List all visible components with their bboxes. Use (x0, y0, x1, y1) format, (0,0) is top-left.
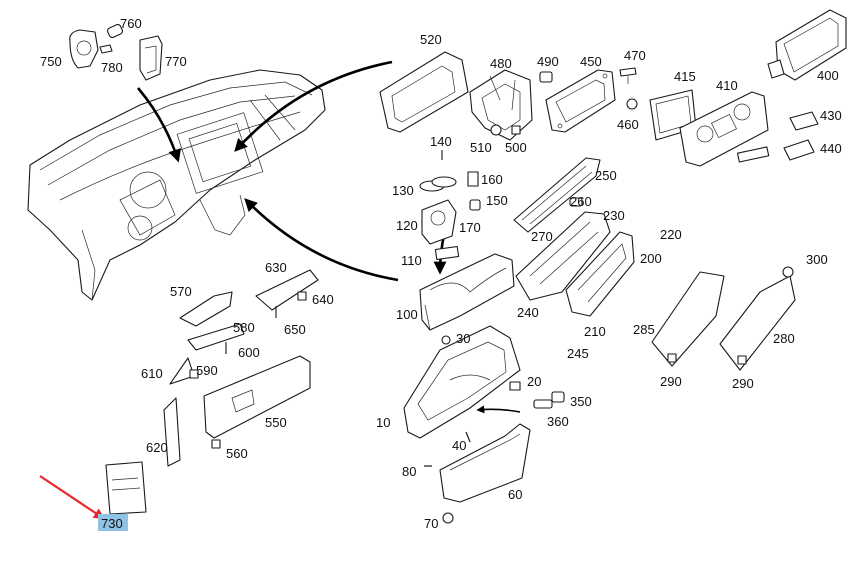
callout-250: 250 (595, 168, 617, 183)
callout-780: 780 (101, 60, 123, 75)
part-450-frame (545, 69, 616, 133)
callout-30: 30 (456, 331, 470, 346)
callout-245: 245 (567, 346, 589, 361)
callout-260: 260 (570, 194, 592, 209)
callout-100: 100 (396, 307, 418, 322)
callout-630: 630 (265, 260, 287, 275)
part-60-cover (424, 423, 531, 524)
callout-580: 580 (233, 320, 255, 335)
part-250-panel (513, 157, 601, 233)
callout-650: 650 (284, 322, 306, 337)
callout-730: 730 (101, 516, 123, 531)
callout-450: 450 (580, 54, 602, 69)
callout-750: 750 (40, 54, 62, 69)
part-520-frame (379, 51, 469, 133)
callout-170: 170 (459, 220, 481, 235)
callout-10: 10 (376, 415, 390, 430)
callout-560: 560 (226, 446, 248, 461)
callout-360: 360 (547, 414, 569, 429)
callout-160: 160 (481, 172, 503, 187)
callout-labels: 760 750 780 770 520 480 490 450 470 415 … (40, 16, 842, 531)
callout-40: 40 (452, 438, 466, 453)
callout-430: 430 (820, 108, 842, 123)
callout-770: 770 (165, 54, 187, 69)
part-480-bracket (469, 69, 533, 141)
part-550-liner (203, 355, 311, 449)
part-570-630-group (179, 269, 319, 354)
part-230-240-panel (515, 197, 611, 301)
part-610-620-group (163, 357, 199, 467)
part-730-flap (105, 461, 147, 515)
highlight-pointer-arrow (39, 475, 105, 520)
callout-470: 470 (624, 48, 646, 63)
callout-590: 590 (196, 363, 218, 378)
callout-290-right: 290 (732, 376, 754, 391)
callout-70: 70 (424, 516, 438, 531)
callout-150: 150 (486, 193, 508, 208)
callout-130: 130 (392, 183, 414, 198)
part-10-frame (403, 325, 521, 439)
callout-20: 20 (527, 374, 541, 389)
callout-240: 240 (517, 305, 539, 320)
callout-210: 210 (584, 324, 606, 339)
part-280-285-group (651, 266, 796, 371)
callout-610: 610 (141, 366, 163, 381)
callout-270: 270 (531, 229, 553, 244)
callout-480: 480 (490, 56, 512, 71)
callout-520: 520 (420, 32, 442, 47)
callout-490: 490 (537, 54, 559, 69)
callout-140: 140 (430, 134, 452, 149)
callout-350: 350 (570, 394, 592, 409)
callout-415: 415 (674, 69, 696, 84)
highlight-box (98, 514, 128, 531)
callout-200: 200 (640, 251, 662, 266)
callout-120: 120 (396, 218, 418, 233)
callout-400: 400 (817, 68, 839, 83)
part-100-tray (419, 253, 515, 331)
callout-600: 600 (238, 345, 260, 360)
callout-60: 60 (508, 487, 522, 502)
callout-460: 460 (617, 117, 639, 132)
part-400-box (767, 9, 847, 81)
part-350-360-group (533, 391, 565, 409)
part-200-panel (565, 231, 635, 317)
callout-570: 570 (170, 284, 192, 299)
small-fasteners-top (490, 67, 638, 136)
callout-500: 500 (505, 140, 527, 155)
part-750-770-group (69, 23, 163, 81)
callout-290-left: 290 (660, 374, 682, 389)
callout-440: 440 (820, 141, 842, 156)
callout-550: 550 (265, 415, 287, 430)
callout-80: 80 (402, 464, 416, 479)
callout-110: 110 (401, 253, 422, 268)
part-120-group (419, 150, 481, 261)
callout-510: 510 (470, 140, 492, 155)
callout-230: 230 (603, 208, 625, 223)
callout-620: 620 (146, 440, 168, 455)
callout-410: 410 (716, 78, 738, 93)
callout-220: 220 (660, 227, 682, 242)
callout-300: 300 (806, 252, 828, 267)
callout-285: 285 (633, 322, 655, 337)
callout-640: 640 (312, 292, 334, 307)
part-410-panel (679, 91, 769, 167)
callout-760: 760 (120, 16, 142, 31)
part-420-440-group (736, 111, 819, 163)
callout-280: 280 (773, 331, 795, 346)
